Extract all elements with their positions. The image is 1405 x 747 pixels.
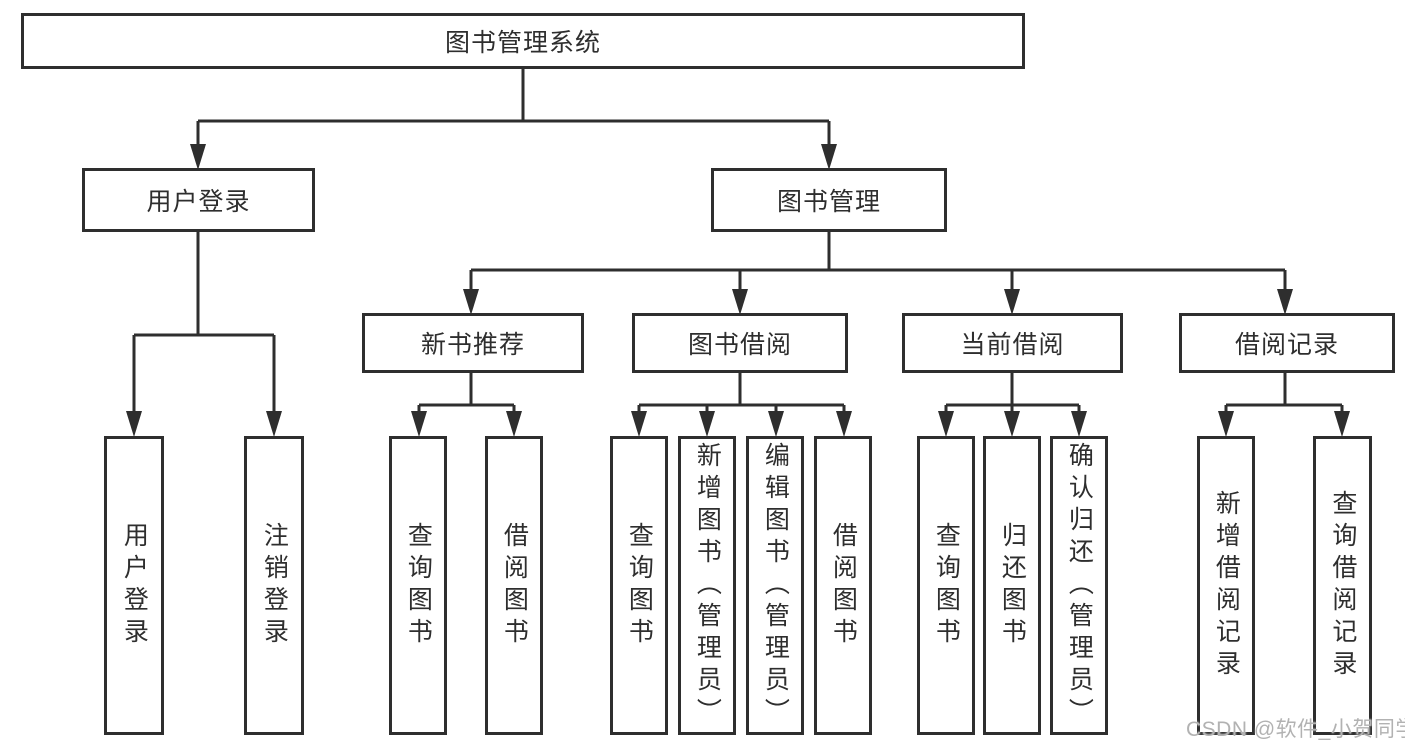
node-root: 图书管理系统 bbox=[21, 13, 1025, 69]
arrowheads bbox=[126, 144, 1350, 437]
leaf-query-books-recommend: 查询图书 bbox=[389, 436, 447, 735]
leaf-query-books-current-label: 查询图书 bbox=[932, 521, 961, 650]
leaf-query-books-borrow: 查询图书 bbox=[610, 436, 668, 735]
node-user-login: 用户登录 bbox=[82, 168, 315, 232]
arrow-down-icon bbox=[631, 411, 647, 437]
arrow-down-icon bbox=[836, 411, 852, 437]
leaf-confirm-return-admin: 确认归还（管理员） bbox=[1050, 436, 1108, 735]
leaf-query-books-recommend-label: 查询图书 bbox=[404, 521, 433, 650]
arrow-down-icon bbox=[1277, 289, 1293, 315]
leaf-borrow-books-recommend-label: 借阅图书 bbox=[500, 521, 529, 650]
arrow-down-icon bbox=[821, 144, 837, 170]
leaf-logout: 注销登录 bbox=[244, 436, 304, 735]
node-user-login-label: 用户登录 bbox=[146, 188, 251, 216]
leaf-add-books-admin-label: 新增图书（管理员） bbox=[693, 441, 722, 730]
leaf-borrow-books: 借阅图书 bbox=[814, 436, 872, 735]
arrow-down-icon bbox=[938, 411, 954, 437]
node-book-borrowing: 图书借阅 bbox=[632, 313, 848, 373]
arrow-down-icon bbox=[1004, 411, 1020, 437]
connector-book-borrowing bbox=[637, 373, 846, 417]
arrow-down-icon bbox=[768, 411, 784, 437]
leaf-add-borrow-record: 新增借阅记录 bbox=[1197, 436, 1255, 735]
node-book-management-label: 图书管理 bbox=[776, 188, 881, 216]
csdn-watermark: CSDN @软件_小贺同学 bbox=[1186, 718, 1405, 741]
arrow-down-icon bbox=[1218, 411, 1234, 437]
arrow-down-icon bbox=[463, 289, 479, 315]
leaf-user-login-label: 用户登录 bbox=[120, 521, 149, 650]
leaf-edit-books-admin: 编辑图书（管理员） bbox=[746, 436, 804, 735]
arrow-down-icon bbox=[732, 289, 748, 315]
arrow-down-icon bbox=[126, 411, 142, 437]
node-current-borrowing: 当前借阅 bbox=[902, 313, 1123, 373]
arrow-down-icon bbox=[411, 411, 427, 437]
connector-user-login bbox=[132, 232, 276, 417]
arrow-down-icon bbox=[506, 411, 522, 437]
connector-book-management bbox=[469, 232, 1287, 295]
node-book-management: 图书管理 bbox=[711, 168, 947, 232]
leaf-return-books-label: 归还图书 bbox=[998, 521, 1027, 650]
node-book-borrowing-label: 图书借阅 bbox=[687, 331, 792, 359]
leaf-borrow-books-label: 借阅图书 bbox=[829, 521, 858, 650]
connector-borrowing-records bbox=[1224, 373, 1344, 417]
leaf-add-borrow-record-label: 新增借阅记录 bbox=[1212, 489, 1241, 682]
node-new-book-recommendation: 新书推荐 bbox=[362, 313, 584, 373]
node-new-book-recommendation-label: 新书推荐 bbox=[420, 331, 525, 359]
node-borrowing-records-label: 借阅记录 bbox=[1234, 331, 1339, 359]
leaf-query-borrow-record: 查询借阅记录 bbox=[1313, 436, 1372, 735]
arrow-down-icon bbox=[1071, 411, 1087, 437]
arrow-down-icon bbox=[1334, 411, 1350, 437]
leaf-logout-label: 注销登录 bbox=[260, 521, 289, 650]
connector-new-book bbox=[417, 373, 516, 417]
arrow-down-icon bbox=[190, 144, 206, 170]
leaf-query-books-borrow-label: 查询图书 bbox=[625, 521, 654, 650]
node-borrowing-records: 借阅记录 bbox=[1179, 313, 1395, 373]
arrow-down-icon bbox=[266, 411, 282, 437]
leaf-borrow-books-recommend: 借阅图书 bbox=[485, 436, 543, 735]
leaf-edit-books-admin-label: 编辑图书（管理员） bbox=[761, 441, 790, 730]
connector-root bbox=[196, 69, 831, 150]
leaf-confirm-return-admin-label: 确认归还（管理员） bbox=[1065, 441, 1094, 730]
leaf-return-books: 归还图书 bbox=[983, 436, 1041, 735]
connector-current-borrowing bbox=[944, 373, 1081, 417]
leaf-user-login: 用户登录 bbox=[104, 436, 164, 735]
leaf-query-books-current: 查询图书 bbox=[917, 436, 975, 735]
leaf-query-borrow-record-label: 查询借阅记录 bbox=[1328, 489, 1357, 682]
node-current-borrowing-label: 当前借阅 bbox=[960, 331, 1065, 359]
arrow-down-icon bbox=[1004, 289, 1020, 315]
node-root-label: 图书管理系统 bbox=[444, 29, 601, 57]
leaf-add-books-admin: 新增图书（管理员） bbox=[678, 436, 736, 735]
arrow-down-icon bbox=[699, 411, 715, 437]
